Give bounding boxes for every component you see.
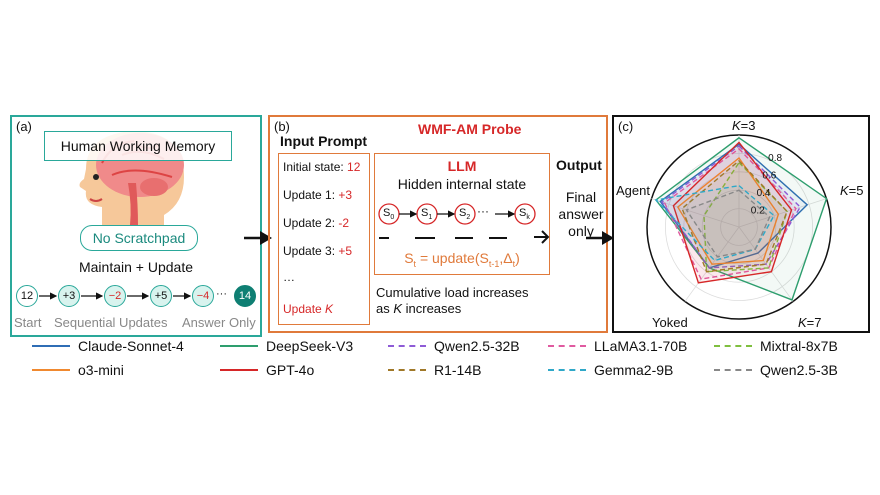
radar-series-deepseek-v3 [654,136,828,301]
prompt-line-update-3: Update 3: +5 [283,244,353,258]
legend-label: Qwen2.5-32B [434,338,520,354]
axis-label-yoked: Yoked [652,315,688,330]
state-s0: S0 [383,207,395,222]
output-heading: Output [556,157,602,173]
legend-label: o3-mini [78,362,124,378]
legend-label: LLaMA3.1-70B [594,338,688,354]
radar-series-gemma2-9b [654,184,775,262]
radar-chart: 0.2 0.4 0.6 0.8 [646,134,832,320]
seq-arrows [39,292,192,300]
legend-label: Qwen2.5-3B [760,362,838,378]
llm-output-arrow [534,230,550,244]
legend-swatch [220,369,258,371]
seq-node-2: −2 [104,285,126,307]
legend-swatch [548,369,586,371]
legend-label: Gemma2-9B [594,362,674,378]
maintain-update-label: Maintain + Update [78,259,194,275]
panel-c-label: (c) [618,119,634,134]
legend-swatch [32,369,70,371]
radar-tick-label: 0.2 [751,206,765,217]
llm-title: LLM [447,158,477,174]
legend-swatch [714,369,752,371]
legend-item-gemma2-9b: Gemma2-9B [548,362,673,378]
hidden-state-label: Hidden internal state [397,176,527,192]
seq-node-4: −4 [192,285,214,307]
answer-only-label: Answer Only [182,315,256,330]
seq-node-1: +3 [58,285,80,307]
radar-series-llama3-1-70b [663,147,797,280]
no-scratchpad-pill: No Scratchpad [80,225,198,251]
legend-item-qwen2-5-3b: Qwen2.5-3B [714,362,838,378]
legend-item-deepseek-v3: DeepSeek-V3 [220,338,353,354]
legend-swatch [388,369,426,371]
final-answer-text: Final answer only [558,189,604,239]
state-s2: S2 [459,207,471,222]
panel-a-label: (a) [16,119,32,134]
prompt-line-update-2: Update 2: -2 [283,216,350,230]
radar-series-qwen2-5-3b [685,189,771,258]
wmf-am-title: WMF-AM Probe [418,121,522,137]
legend-swatch [388,345,426,347]
legend-item-gpt-4o: GPT-4o [220,362,314,378]
state-s1: S1 [421,207,433,222]
state-sk: Sk [519,207,530,222]
panel-c: (c) 0.2 0.4 0.6 0.8 K=3 K=5 K=7 Yoked Agent [612,115,870,333]
seq-node-answer: 14 [234,285,256,307]
state-dots: ··· [477,204,489,218]
legend-swatch [714,345,752,347]
prompt-line-initial: Initial state: 12 [283,160,361,174]
input-prompt-box: Initial state: 12 Update 1: +3 Update 2:… [278,153,370,325]
input-prompt-heading: Input Prompt [280,133,368,149]
seq-node-3: +5 [150,285,172,307]
legend-label: Mixtral-8x7B [760,338,838,354]
radar-series-o3-mini [676,156,780,265]
radar-spoke [651,198,740,228]
human-working-memory-box: Human Working Memory [44,131,232,161]
legend-item-o3-mini: o3-mini [32,362,124,378]
radar-tick-label: 0.6 [762,171,776,182]
legend-label: R1-14B [434,362,482,378]
prompt-update-k: Update K [283,302,334,316]
sequential-updates-label: Sequential Updates [54,315,168,330]
llm-box: LLM Hidden internal state S0 S1 S2 ··· S… [374,153,550,275]
update-formula: St = update(St-1,Δt) [404,250,520,269]
panel-a: (a) Human Working Memory No Scratchpad M… [10,115,262,337]
axis-label-k5: K=5 [840,183,864,198]
radar-tick-label: 0.8 [768,153,782,164]
legend-item-claude-sonnet-4: Claude-Sonnet-4 [32,338,184,354]
legend-item-r1-14b: R1-14B [388,362,481,378]
legend-label: GPT-4o [266,362,315,378]
radar-tick-label: 0.4 [757,188,771,199]
arrow-a-to-b [244,231,272,245]
panel-b-label: (b) [274,119,290,134]
legend-label: DeepSeek-V3 [266,338,354,354]
legend-swatch [32,345,70,347]
arrow-b-to-c [586,231,614,245]
start-label: Start [14,315,42,330]
seq-dots: ··· [216,288,227,300]
legend-label: Claude-Sonnet-4 [78,338,184,354]
legend-item-mixtral-8x7b: Mixtral-8x7B [714,338,838,354]
axis-label-agent: Agent [616,183,650,198]
axis-label-k7: K=7 [798,315,822,330]
panel-b: (b) WMF-AM Probe Input Prompt Initial st… [268,115,608,333]
prompt-ellipsis: … [283,270,295,284]
legend: Claude-Sonnet-4 DeepSeek-V3 Qwen2.5-32B LLa… [0,338,880,388]
legend-swatch [220,345,258,347]
prompt-line-update-1: Update 1: +3 [283,188,353,202]
cumulative-load-text: Cumulative load increases as K increases [376,285,529,316]
legend-swatch [548,345,586,347]
state-chain [378,203,536,239]
legend-item-qwen2-5-32b: Qwen2.5-32B [388,338,520,354]
axis-label-k3: K=3 [732,118,756,133]
radar-spoke [738,198,827,228]
seq-node-start: 12 [16,285,38,307]
legend-item-llama3-1-70b: LLaMA3.1-70B [548,338,687,354]
